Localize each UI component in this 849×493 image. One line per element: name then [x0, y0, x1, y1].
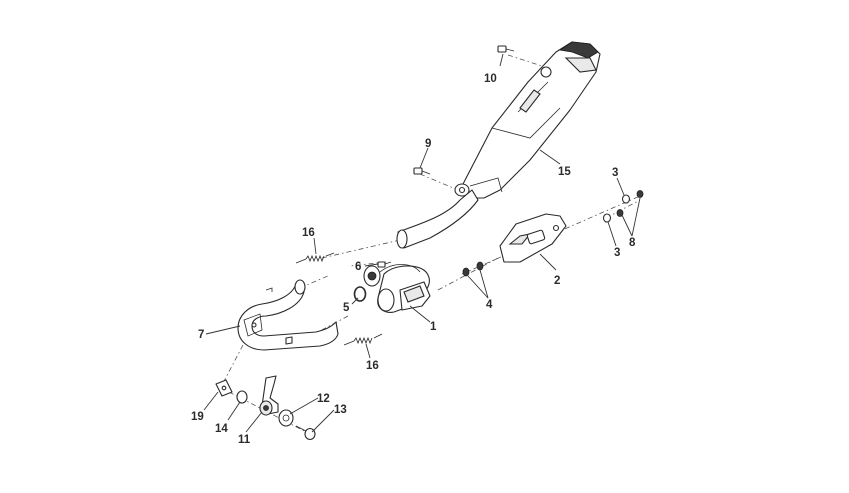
bolt-part-10: [497, 45, 515, 53]
silencer-part-15: [454, 41, 601, 199]
callout-5: 5: [343, 302, 350, 314]
callout-9: 9: [425, 138, 431, 150]
callout-7: 7: [198, 329, 204, 341]
spacers-part-4: [462, 261, 484, 277]
bolt-part-9: [413, 167, 431, 175]
bolt-part-6: [377, 261, 392, 268]
callout-4: 4: [486, 299, 493, 311]
header-pipe-part-7: [237, 279, 339, 351]
callout-11: 11: [238, 434, 251, 446]
gasket-part-5: [353, 286, 367, 302]
callout-15: 15: [558, 166, 571, 178]
callout-3-upper: 3: [612, 167, 618, 179]
callout-14: 14: [215, 423, 228, 435]
collar-part-12: [278, 409, 294, 427]
heat-guard-part-2: [499, 213, 567, 263]
washers-part-3: [602, 194, 631, 223]
assembly-guide-lines: [221, 54, 641, 436]
bracket-part-19: [215, 379, 233, 397]
callout-3-lower: 3: [614, 247, 620, 259]
bolt-part-13: [295, 425, 316, 441]
callout-10: 10: [484, 73, 497, 85]
callout-8: 8: [629, 237, 636, 249]
mount-part-11: [259, 375, 279, 416]
callout-6: 6: [355, 261, 361, 273]
callout-labels: 10 9 15 3 3 8 16 6 5 2 4 1 7 16 12 13 19…: [191, 73, 636, 446]
callout-16-lower: 16: [366, 360, 379, 372]
nuts-part-8: [616, 190, 644, 217]
front-pipe-part-1: [363, 264, 431, 313]
link-pipe: [396, 189, 479, 249]
callout-1: 1: [430, 321, 437, 333]
callout-13: 13: [334, 404, 347, 416]
callout-19: 19: [191, 411, 204, 423]
grommet-part-14: [236, 390, 248, 404]
spring-part-16-lower: [343, 333, 383, 346]
spring-part-16-upper: [295, 252, 335, 264]
callout-12: 12: [317, 393, 330, 405]
callout-2: 2: [554, 275, 560, 287]
callout-16-upper: 16: [302, 227, 315, 239]
callout-leaders: [203, 53, 641, 433]
